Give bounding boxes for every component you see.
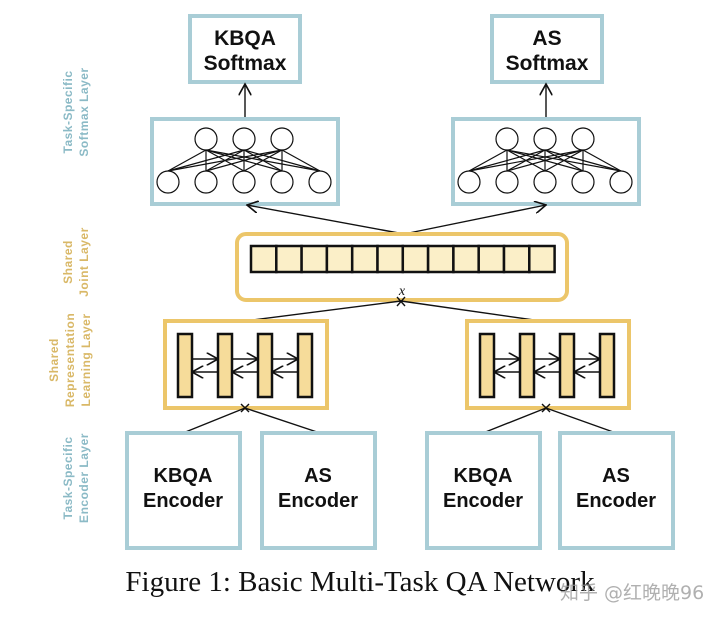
encoder-box-as-2-line1: AS bbox=[602, 465, 630, 487]
hidden-node bbox=[232, 127, 256, 151]
lstm-cell bbox=[216, 332, 234, 399]
input-node bbox=[194, 170, 218, 194]
input-node bbox=[533, 170, 557, 194]
softmax-box-as: AS Softmax bbox=[490, 14, 604, 84]
network-edge bbox=[281, 149, 321, 172]
layer-label-joint: Shared Joint Layer bbox=[61, 227, 91, 297]
encoder-box-as-1-line2: Encoder bbox=[278, 490, 358, 512]
encoder-box-as-1: AS Encoder bbox=[260, 431, 377, 550]
bilstm-left bbox=[176, 332, 314, 399]
encoder-box-kbqa-2-line2: Encoder bbox=[443, 490, 523, 512]
layer-label-joint-line1: Shared bbox=[61, 240, 75, 284]
hidden-node bbox=[270, 127, 294, 151]
softmax-box-kbqa-line1: KBQA bbox=[214, 27, 276, 50]
encoder-box-kbqa-1: KBQA Encoder bbox=[125, 431, 242, 550]
watermark: 知乎 @红晚晚96 bbox=[560, 582, 705, 604]
encoder-box-as-2: AS Encoder bbox=[558, 431, 675, 550]
joint-vector-cell bbox=[376, 244, 405, 274]
joint-vector-cell bbox=[325, 244, 354, 274]
hidden-node bbox=[495, 127, 519, 151]
multi-task-qa-diagram: Task-Specific Softmax Layer Shared Joint… bbox=[47, 14, 675, 550]
lstm-cell bbox=[478, 332, 496, 399]
layer-label-representation: Shared Representation Learning Layer bbox=[47, 313, 93, 407]
layer-label-representation-line1: Shared bbox=[47, 338, 61, 382]
layer-label-representation-line2: Representation bbox=[63, 313, 77, 407]
input-node bbox=[609, 170, 633, 194]
joint-vector-cell bbox=[528, 244, 556, 274]
representation-bars bbox=[176, 332, 616, 399]
joint-vector-cell bbox=[502, 244, 531, 274]
layer-label-softmax-line1: Task-Specific bbox=[61, 71, 75, 154]
input-node bbox=[308, 170, 332, 194]
lstm-cell bbox=[518, 332, 536, 399]
encoder-box-as-1-line1: AS bbox=[304, 465, 332, 487]
line-right-rep-to-joint bbox=[400, 300, 549, 323]
encoder-box-kbqa-1-line1: KBQA bbox=[154, 465, 213, 487]
joint-vector-cell bbox=[401, 244, 430, 274]
joint-layer-vector bbox=[249, 244, 556, 274]
hidden-node bbox=[533, 127, 557, 151]
layer-label-encoder: Task-Specific Encoder Layer bbox=[61, 433, 91, 523]
joint-vector-cell bbox=[452, 244, 480, 274]
layer-label-softmax-line2: Softmax Layer bbox=[77, 67, 91, 156]
encoder-box-as-2-line2: Encoder bbox=[576, 490, 656, 512]
hidden-node bbox=[571, 127, 595, 151]
softmax-box-as-line2: Softmax bbox=[506, 52, 589, 75]
input-node bbox=[270, 170, 294, 194]
softmax-network-kbqa bbox=[156, 127, 332, 194]
softmax-box-as-line1: AS bbox=[532, 27, 561, 50]
joint-vector-cell bbox=[426, 244, 455, 274]
lstm-cell bbox=[176, 332, 194, 399]
network-edge bbox=[167, 149, 207, 172]
input-node bbox=[457, 170, 481, 194]
hidden-node bbox=[194, 127, 218, 151]
network-edge bbox=[544, 149, 584, 172]
bilstm-right bbox=[478, 332, 616, 399]
layer-label-joint-line2: Joint Layer bbox=[77, 227, 91, 297]
softmax-box-kbqa-line2: Softmax bbox=[204, 52, 287, 75]
figure-caption: Figure 1: Basic Multi-Task QA Network bbox=[125, 566, 595, 598]
lstm-cell bbox=[598, 332, 616, 399]
network-edge bbox=[167, 149, 245, 172]
network-edge bbox=[167, 149, 283, 172]
input-node bbox=[156, 170, 180, 194]
layer-label-representation-line3: Learning Layer bbox=[79, 313, 93, 406]
layer-label-encoder-line1: Task-Specific bbox=[61, 437, 75, 520]
network-edge bbox=[468, 149, 508, 172]
arrow-joint-to-kbqa-net bbox=[247, 205, 405, 235]
network-edge bbox=[506, 149, 584, 172]
network-edge bbox=[205, 149, 283, 172]
network-edge bbox=[468, 149, 546, 172]
encoder-box-kbqa-2-line1: KBQA bbox=[454, 465, 513, 487]
layer-label-softmax: Task-Specific Softmax Layer bbox=[61, 67, 91, 156]
softmax-network-as bbox=[457, 127, 633, 194]
network-edge bbox=[243, 149, 283, 172]
softmax-box-kbqa: KBQA Softmax bbox=[188, 14, 302, 84]
layer-label-encoder-line2: Encoder Layer bbox=[77, 433, 91, 523]
encoder-box-kbqa-1-line2: Encoder bbox=[143, 490, 223, 512]
joint-vector-cell bbox=[350, 244, 379, 274]
joint-symbol-x: x bbox=[398, 284, 406, 299]
network-edge bbox=[582, 149, 622, 172]
softmax-networks bbox=[156, 127, 633, 194]
encoder-box-kbqa-2: KBQA Encoder bbox=[425, 431, 542, 550]
lstm-cell bbox=[296, 332, 314, 399]
input-node bbox=[571, 170, 595, 194]
encoder-links bbox=[182, 403, 617, 434]
joint-vector-cell bbox=[249, 244, 278, 274]
lstm-cell bbox=[558, 332, 576, 399]
line-left-rep-to-joint bbox=[244, 300, 402, 322]
input-node bbox=[495, 170, 519, 194]
joint-vector-cell bbox=[300, 244, 329, 274]
joint-vector-cell bbox=[477, 244, 506, 274]
lstm-cell bbox=[256, 332, 274, 399]
network-edge bbox=[468, 149, 584, 172]
input-node bbox=[232, 170, 256, 194]
joint-vector-cell bbox=[275, 244, 303, 274]
arrow-joint-to-as-net bbox=[403, 205, 546, 235]
